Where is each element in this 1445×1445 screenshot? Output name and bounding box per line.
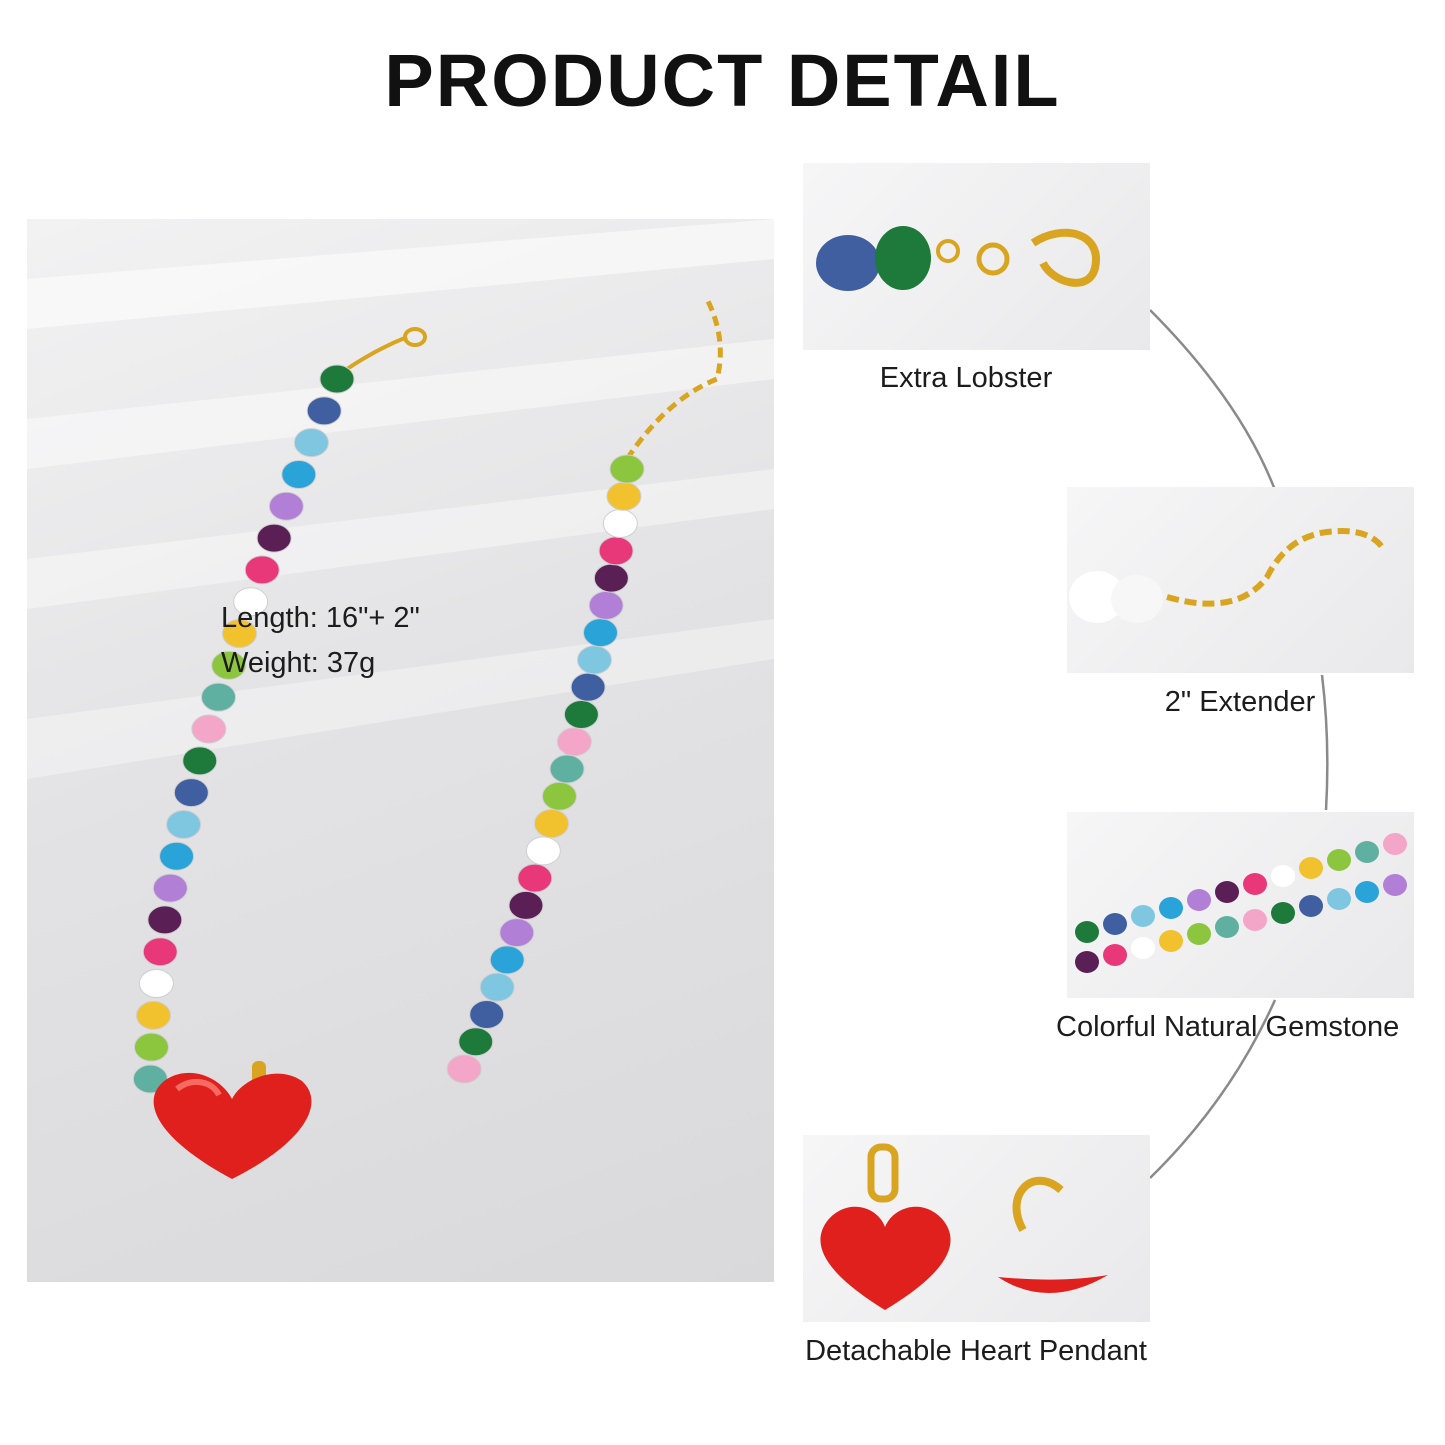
gemstone-bead <box>200 682 236 712</box>
gemstone-bead <box>166 809 202 839</box>
heart-pendant <box>153 1061 312 1179</box>
length-spec: Length: 16"+ 2" <box>221 602 420 634</box>
gemstone-bead <box>244 555 280 585</box>
gemstone-bead <box>1103 944 1127 966</box>
gemstone-bead <box>268 491 304 521</box>
gemstone-bead <box>1299 857 1323 879</box>
gemstone-bead <box>133 1032 169 1062</box>
detail-photo-lobster <box>803 163 1150 350</box>
gemstone-bead <box>446 1054 482 1084</box>
gemstone-bead <box>576 645 612 675</box>
gemstone-bead <box>479 972 515 1002</box>
gemstone-bead <box>1271 865 1295 887</box>
gemstone-bead <box>221 619 257 649</box>
gemstone-bead <box>583 618 619 648</box>
gemstone-bead <box>142 937 178 967</box>
gemstone-bead <box>570 672 606 702</box>
gemstone-bead <box>1327 888 1351 910</box>
gemstone-bead <box>293 428 329 458</box>
gemstone-bead <box>549 754 585 784</box>
gemstone-bead <box>1271 902 1295 924</box>
gemstone-bead <box>1131 905 1155 927</box>
gemstone-bead <box>182 746 218 776</box>
gemstone-bead <box>602 509 638 539</box>
gemstone-bead <box>1355 881 1379 903</box>
gemstone-bead <box>489 945 525 975</box>
gemstone-bead <box>1383 874 1407 896</box>
gemstone-bead <box>1215 916 1239 938</box>
gemstone-bead <box>211 650 247 680</box>
gemstone-bead <box>256 523 292 553</box>
gemstone-bead <box>525 836 561 866</box>
gemstone-bead <box>534 809 570 839</box>
detail-photo-extender <box>1067 487 1414 673</box>
gemstone-bead <box>173 778 209 808</box>
caption-extender: 2" Extender <box>1164 686 1316 718</box>
gemstone-bead <box>1159 930 1183 952</box>
page-title: PRODUCT DETAIL <box>384 39 1061 122</box>
gemstone-bead <box>1243 873 1267 895</box>
gemstone-bead <box>508 890 544 920</box>
gemstone-bead <box>469 999 505 1029</box>
gemstone-bead <box>159 841 195 871</box>
gemstone-bead <box>319 364 355 394</box>
detail-photo-gemstones <box>1067 812 1414 998</box>
caption-gemstone: Colorful Natural Gemstone <box>1056 1011 1400 1043</box>
gemstone-beads <box>132 364 645 1094</box>
gemstone-bead <box>1131 937 1155 959</box>
gemstone-bead <box>1075 921 1099 943</box>
gemstone-bead <box>147 905 183 935</box>
gemstone-bead <box>1383 833 1407 855</box>
gemstone-bead <box>136 1000 172 1030</box>
gemstone-bead <box>1103 913 1127 935</box>
gemstone-bead <box>556 727 592 757</box>
weight-spec: Weight: 37g <box>221 647 376 679</box>
gemstone-bead <box>593 563 629 593</box>
gemstone-bead <box>1327 849 1351 871</box>
product-specs: Length: 16"+ 2" Weight: 37g <box>221 596 420 686</box>
gemstone-bead <box>1355 841 1379 863</box>
gemstone-bead <box>1159 897 1183 919</box>
gemstone-bead <box>541 781 577 811</box>
gemstone-bead <box>458 1027 494 1057</box>
main-product-photo <box>27 219 774 1282</box>
caption-extra-lobster: Extra Lobster <box>879 362 1053 394</box>
gemstone-bead <box>1187 889 1211 911</box>
gemstone-bead <box>1075 951 1099 973</box>
gemstone-bead <box>606 481 642 511</box>
detail-photo-heart-pendant <box>803 1135 1150 1322</box>
gemstone-bead <box>517 863 553 893</box>
gemstone-bead <box>138 969 174 999</box>
gemstone-bead <box>191 714 227 744</box>
gemstone-bead <box>281 459 317 489</box>
gemstone-bead <box>306 396 342 426</box>
gemstone-bead <box>233 587 269 617</box>
gemstone-bead <box>563 699 599 729</box>
gemstone-bead <box>1243 909 1267 931</box>
necklace-illustration <box>27 219 774 1179</box>
gemstone-bead <box>1187 923 1211 945</box>
gemstone-bead <box>609 454 645 484</box>
gemstone-bead <box>588 590 624 620</box>
gemstone-bead <box>1215 881 1239 903</box>
gemstone-bead <box>499 918 535 948</box>
caption-heart-pendant: Detachable Heart Pendant <box>805 1335 1147 1367</box>
gemstone-bead <box>598 536 634 566</box>
gemstone-bead <box>152 873 188 903</box>
gemstone-bead <box>1299 895 1323 917</box>
